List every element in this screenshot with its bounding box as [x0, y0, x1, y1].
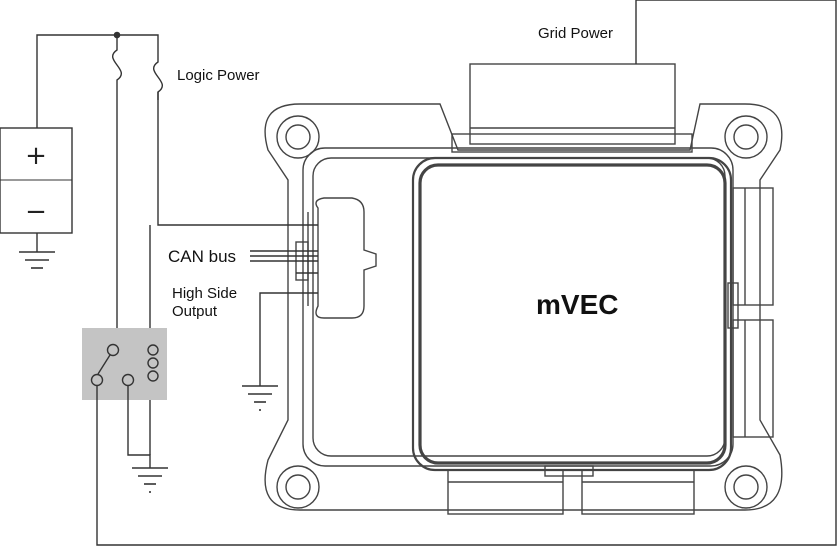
mounting-hole-br: [725, 466, 767, 508]
right-connector-lower: [733, 320, 773, 437]
battery: + −: [0, 128, 72, 233]
battery-positive-wire: [37, 35, 158, 128]
mounting-hole-bl: [277, 466, 319, 508]
outer-housing: [303, 148, 733, 466]
ground-icon: [242, 386, 278, 410]
ground-icon: [19, 252, 55, 268]
right-connector-upper: [733, 188, 773, 305]
battery-minus-symbol: −: [25, 197, 47, 227]
high-side-output-wire: [260, 293, 318, 386]
mounting-hole-tr: [725, 116, 767, 158]
high-side-label-line1: High Side: [172, 285, 237, 302]
ground-icon: [132, 468, 168, 492]
relay: [82, 328, 167, 400]
top-connector: [470, 64, 675, 144]
relay-fuse: [113, 35, 122, 345]
module-name-label: mVEC: [536, 289, 618, 320]
mvec-module: [265, 64, 782, 514]
bottom-connector-right: [582, 470, 694, 514]
left-harness-connector: [316, 198, 376, 318]
can-bus-label: CAN bus: [168, 247, 236, 266]
high-side-label-line2: Output: [172, 303, 218, 320]
battery-plus-symbol: +: [25, 141, 47, 171]
logic-power-label: Logic Power: [177, 67, 260, 84]
relay-housing: [82, 328, 167, 400]
grid-power-label: Grid Power: [538, 25, 613, 42]
